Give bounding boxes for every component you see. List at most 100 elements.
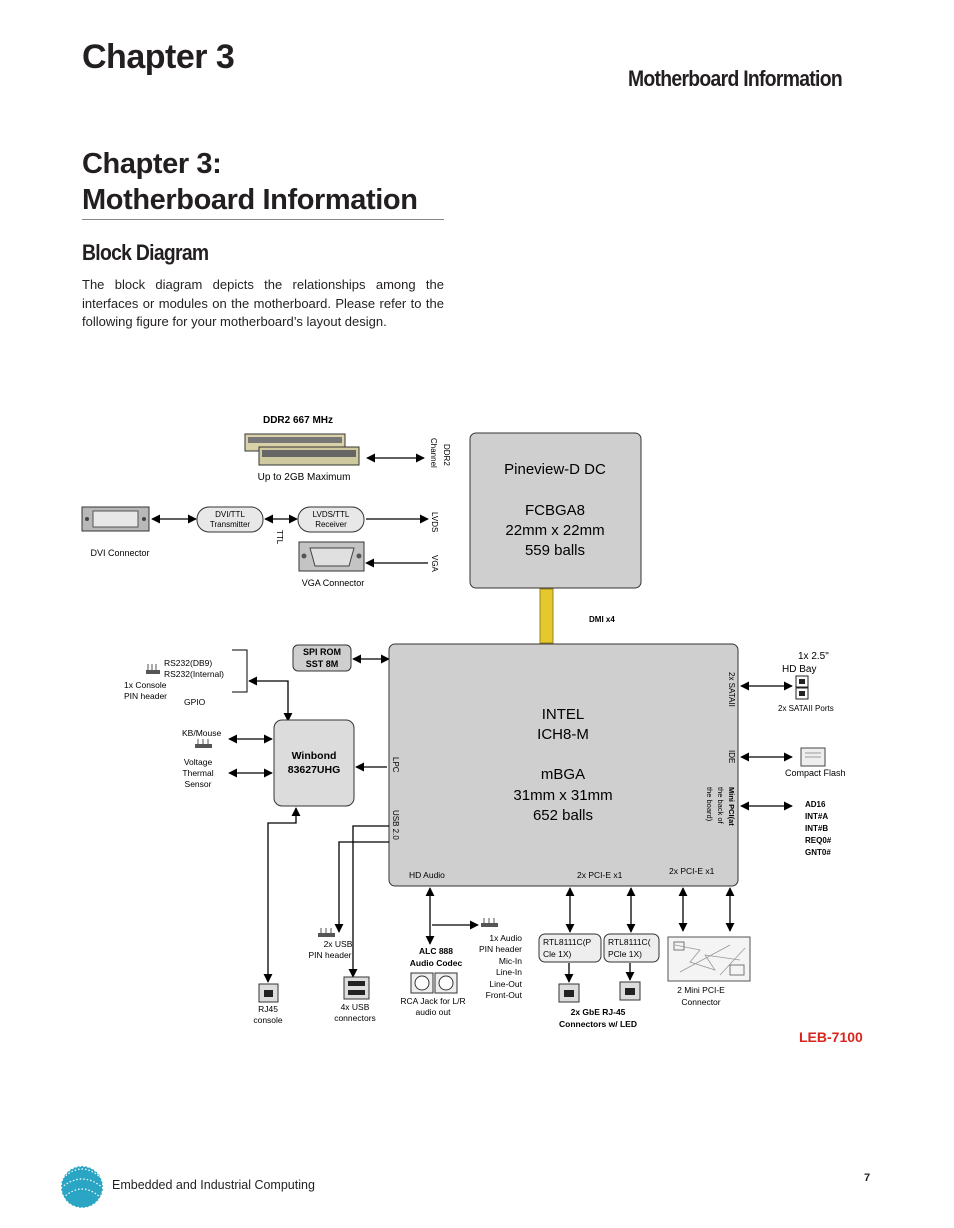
hd-bay-label-2: HD Bay (782, 664, 816, 675)
spi-rom-label-2: SST 8M (306, 659, 339, 669)
cpu-size: 22mm x 22mm (505, 522, 604, 539)
dvi-connector-icon (81, 506, 150, 532)
rca-label-2: audio out (416, 1007, 452, 1017)
vga-connector-icon (298, 541, 365, 572)
alc-label-2: Audio Codec (410, 958, 463, 968)
kb-mouse-label: KB/Mouse (182, 728, 221, 738)
pcie-label-a: 2x PCI-E x1 (577, 870, 623, 880)
footer-text: Embedded and Industrial Computing (112, 1178, 315, 1192)
voltage-label-3: Sensor (185, 779, 212, 789)
minipcie-label-2: Connector (681, 997, 720, 1007)
ich-balls: 652 balls (533, 807, 593, 824)
dmi-label: DMI x4 (589, 615, 615, 624)
rj45-lan-icon (558, 981, 641, 1003)
header-section-title: Motherboard Information (628, 66, 843, 91)
rca-jack-icon (410, 972, 458, 994)
audio-pin-label-1: 1x Audio (489, 933, 522, 943)
pci-signal-inta: INT#A (805, 812, 828, 821)
usb-conn-label-1: 4x USB (341, 1002, 370, 1012)
ich-chip (388, 643, 739, 887)
ttl-label: TTL (275, 530, 284, 545)
minipci-label-3: the board) (705, 787, 714, 822)
rtl2-label-1: RTL8111C( (608, 937, 651, 947)
winbond-chip (273, 719, 355, 807)
minipcie-label-1: 2 Mini PCI-E (677, 985, 725, 995)
spi-rom-chip (292, 644, 352, 672)
compact-flash-icon (800, 747, 826, 767)
vga-connector-label: VGA Connector (302, 578, 365, 588)
audio-pin-label-4: Line-In (496, 967, 522, 977)
lvds-label: LVDS (430, 512, 439, 532)
ich-name-1: INTEL (542, 706, 585, 723)
dvi-transmitter-label-1: DVI/TTL (215, 510, 245, 519)
usb-pin-header-icon (318, 928, 335, 937)
section-heading: Block Diagram (82, 240, 209, 265)
winbond-label-1: Winbond (292, 750, 337, 762)
lvds-receiver-label-1: LVDS/TTL (313, 510, 350, 519)
ide-label: IDE (727, 750, 736, 763)
dvi-connector-label: DVI Connector (90, 548, 149, 558)
company-logo (60, 1165, 104, 1209)
usb20-label: USB 2.0 (391, 810, 400, 840)
spi-rom-label-1: SPI ROM (303, 647, 341, 657)
ich-name-2: ICH8-M (537, 726, 589, 743)
sata-label: 2x SATAII (727, 672, 736, 707)
audio-pin-label-5: Line-Out (489, 979, 522, 989)
rj45-console-label-2: console (253, 1015, 283, 1025)
dmi-bus (539, 588, 554, 644)
compact-flash-label: Compact Flash (785, 768, 846, 778)
pci-signal-req0: REQ0# (805, 836, 832, 845)
audio-pin-header-icon (481, 918, 498, 927)
mini-pcie-card-icon (667, 936, 751, 982)
console-header-label-1: 1x Console (124, 680, 167, 690)
rj45-console-icon (258, 983, 279, 1003)
winbond-label-2: 83627UHG (288, 764, 341, 776)
model-label: LEB-7100 (799, 1029, 863, 1045)
usb-connector-icon (343, 976, 370, 1000)
usb-pin-arrow (334, 841, 389, 933)
pin-header-icon (146, 664, 160, 674)
rca-label-1: RCA Jack for L/R (400, 996, 465, 1006)
cpu-chip (469, 432, 642, 589)
memory-module-icon (244, 433, 360, 466)
title-rule (82, 219, 444, 220)
sata-port-icon (795, 675, 809, 700)
usb-conn-label-2: connectors (334, 1013, 376, 1023)
chapter-header: Chapter 3 (82, 38, 235, 76)
ddr2-channel-label-2: Channel (429, 438, 438, 468)
dvi-transmitter-chip (196, 506, 264, 533)
pci-signal-gnt0: GNT0# (805, 848, 831, 857)
rtl1-label-2: Cle 1X) (543, 949, 572, 959)
serial-bracket (232, 649, 248, 693)
usb-pin-label-1: 2x USB (324, 939, 353, 949)
usb-pin-label-2: PIN header (309, 950, 352, 960)
rs232-db9-label: RS232(DB9) (164, 658, 212, 668)
dvi-transmitter-label-2: Transmitter (210, 520, 250, 529)
voltage-label-1: Voltage (184, 757, 213, 767)
alc-label-1: ALC 888 (419, 946, 453, 956)
audio-pin-label-2: PIN header (479, 944, 522, 954)
rs232-internal-label: RS232(Internal) (164, 669, 224, 679)
ich-size: 31mm x 31mm (513, 787, 612, 804)
pci-signal-ad16: AD16 (805, 800, 826, 809)
minipci-label-1: Mini PCI(at (727, 787, 736, 826)
chapter-title-line1: Chapter 3: (82, 148, 222, 180)
chapter-title: Chapter 3: Motherboard Information (82, 146, 418, 218)
console-header-label-2: PIN header (124, 691, 167, 701)
serial-arrow (248, 676, 293, 722)
hd-audio-label: HD Audio (409, 870, 445, 880)
hd-bay-label-1: 1x 2.5" (798, 651, 829, 662)
ich-package: mBGA (541, 766, 585, 783)
rtl1-label-1: RTL8111C(P (543, 937, 592, 947)
ddr2-title: DDR2 667 MHz (263, 415, 333, 426)
voltage-label-2: Thermal (182, 768, 213, 778)
cpu-name: Pineview-D DC (504, 461, 606, 478)
minipci-label-2: the back of (716, 787, 725, 825)
cpu-balls: 559 balls (525, 542, 585, 559)
rtl2-chip (603, 933, 660, 963)
pci-signal-intb: INT#B (805, 824, 828, 833)
lvds-receiver-label-2: Receiver (315, 520, 347, 529)
ddr2-max-label: Up to 2GB Maximum (258, 472, 351, 483)
lpc-label: LPC (391, 757, 400, 773)
